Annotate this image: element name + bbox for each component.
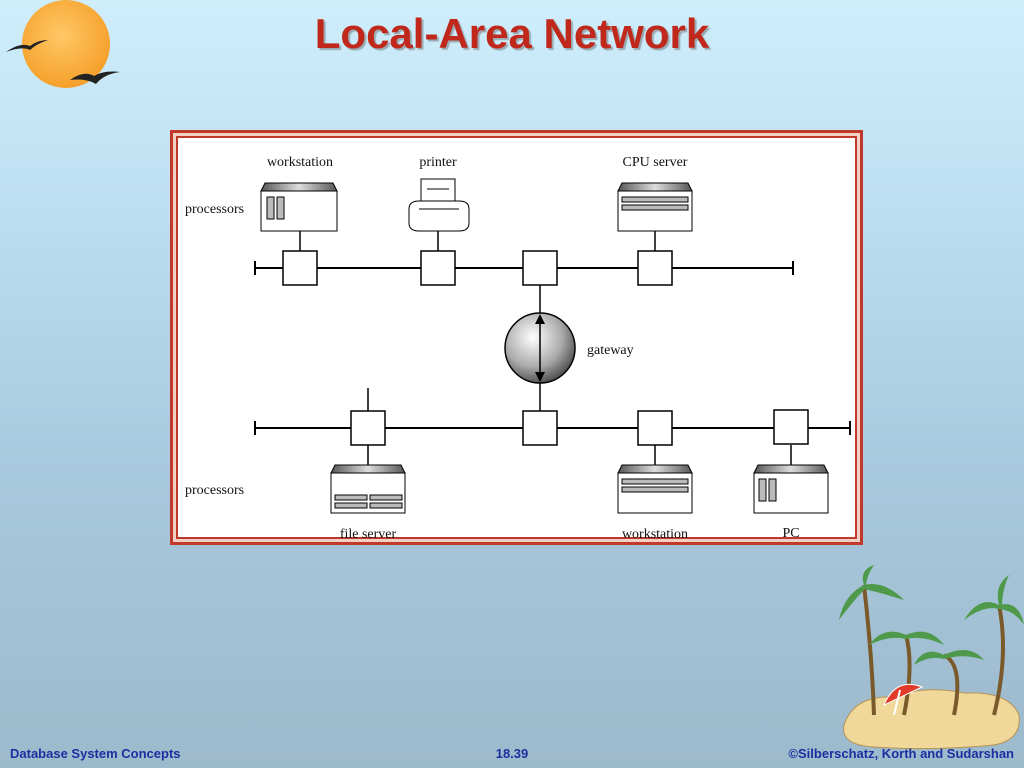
network-node	[773, 409, 809, 445]
label-cpu-server: CPU server	[623, 155, 688, 170]
network-node	[637, 250, 673, 286]
label-workstation-bottom: workstation	[622, 527, 688, 542]
bird-icon	[6, 40, 48, 52]
bird-icon	[70, 71, 120, 84]
network-node	[282, 250, 318, 286]
label-processors-bottom: processors	[185, 483, 244, 498]
sun-birds-logo	[6, 0, 120, 88]
lan-diagram: workstation printer CPU server processor…	[170, 130, 863, 545]
network-node	[637, 410, 673, 446]
label-gateway: gateway	[587, 343, 634, 358]
workstation-device-icon	[260, 182, 338, 232]
label-workstation-top: workstation	[267, 155, 333, 170]
network-node	[350, 410, 386, 446]
label-pc: PC	[782, 526, 799, 541]
pc-icon	[753, 464, 829, 514]
label-file-server: file server	[340, 527, 397, 542]
footer-book-title: Database System Concepts	[10, 746, 181, 761]
workstation-bottom-icon	[617, 464, 693, 514]
footer-slide-number: 18.39	[495, 746, 529, 761]
printer-icon	[408, 178, 470, 232]
palm-island-decoration	[839, 565, 1024, 750]
label-processors-top: processors	[185, 202, 244, 217]
network-node	[420, 250, 456, 286]
gateway-icon	[504, 312, 576, 384]
label-printer: printer	[419, 155, 457, 170]
footer-copyright: ©Silberschatz, Korth and Sudarshan	[788, 746, 1014, 761]
sun-icon	[22, 0, 110, 88]
network-node	[522, 410, 558, 446]
umbrella-icon	[883, 683, 924, 707]
slide-title: Local-Area Network	[314, 10, 710, 57]
network-node	[522, 250, 558, 286]
file-server-icon	[330, 464, 406, 514]
cpu-server-icon	[617, 182, 693, 232]
island-icon	[843, 689, 1020, 750]
